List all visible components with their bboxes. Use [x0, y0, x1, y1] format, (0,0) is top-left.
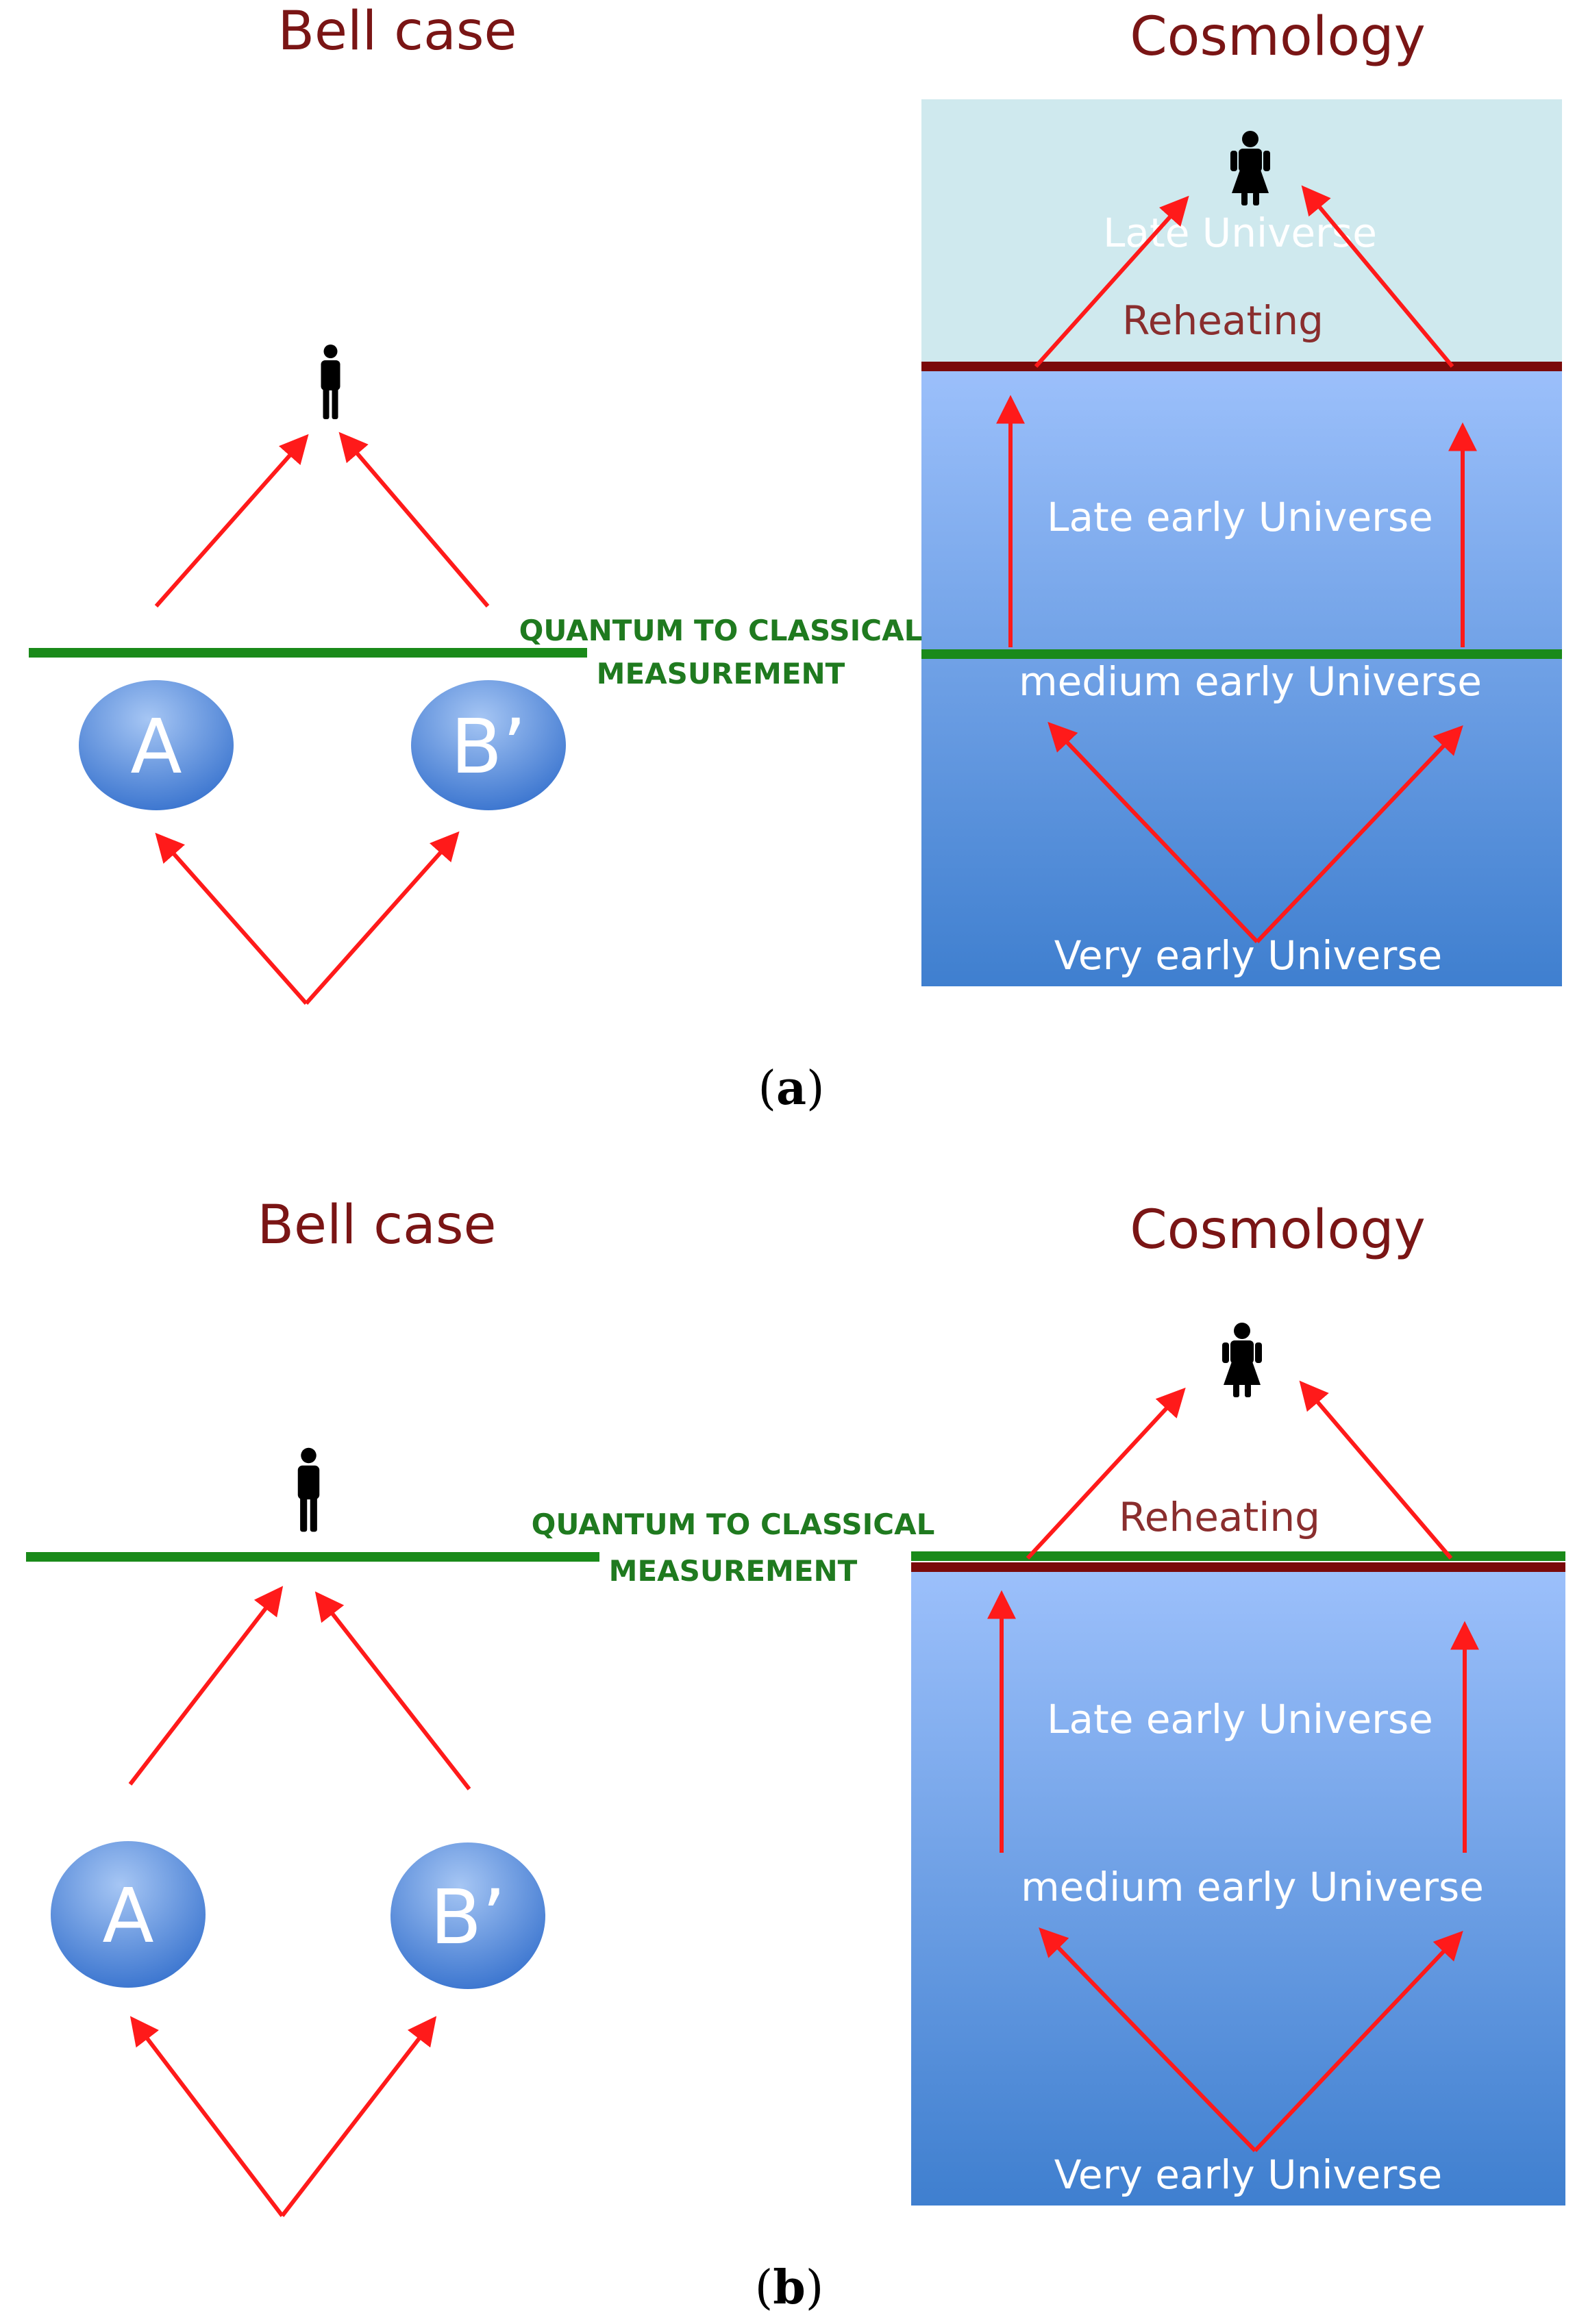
measurement-label: MEASUREMENT: [609, 1554, 858, 1588]
late-universe-region: [921, 99, 1562, 366]
bell-case-title: Bell case: [258, 1195, 497, 1256]
very-early-universe-label: Very early Universe: [1054, 932, 1443, 979]
observer-female-icon: [1222, 1323, 1262, 1397]
quantum-to-classical-label: QUANTUM TO CLASSICAL: [532, 1508, 935, 1541]
very-early-universe-label: Very early Universe: [1054, 2151, 1443, 2198]
medium-early-universe-label: medium early Universe: [1019, 658, 1482, 705]
arrow-cosmo-reheat-left: [1026, 1387, 1186, 1560]
arrow-bell-observer-right: [314, 1591, 471, 1790]
arrow-bell-observer-left: [128, 1586, 284, 1786]
arrow-cosmo-medium-right: [1253, 1930, 1463, 2153]
bell-case-title: Bell case: [278, 1, 517, 62]
arrow-bell-observer-right: [338, 432, 490, 608]
quantum-to-classical-label: QUANTUM TO CLASSICAL: [519, 614, 923, 647]
late-early-universe-label: Late early Universe: [1047, 494, 1433, 540]
cosmology-title: Cosmology: [1130, 1199, 1426, 1261]
node-b: [411, 680, 566, 810]
arrow-cosmo-medium-right: [1255, 725, 1463, 944]
reheating-label: Reheating: [1119, 1494, 1320, 1540]
arrow-bell-source-right: [280, 2016, 437, 2217]
cosmology-title: Cosmology: [1130, 6, 1426, 68]
late-early-universe-label: Late early Universe: [1047, 1696, 1433, 1742]
caption-b: (b): [755, 2260, 824, 2315]
arrow-cosmo-medium-left: [1039, 1927, 1257, 2153]
node-a: [79, 680, 234, 810]
caption-a: (a): [758, 1061, 824, 1116]
panel-a: Bell case Cosmology Late Universe Reheat…: [29, 1, 1562, 1116]
early-universe-region: [921, 366, 1562, 986]
arrow-cosmo-medium-left: [1047, 721, 1259, 944]
node-b: [390, 1842, 545, 1989]
arrow-bell-source-right: [304, 831, 460, 1005]
late-universe-label: Late Universe: [1103, 210, 1377, 256]
node-b-label: B’: [430, 1873, 506, 1961]
node-a: [51, 1841, 206, 1988]
arrow-cosmo-reheat-left: [1034, 195, 1189, 368]
node-a-label: A: [130, 703, 182, 790]
panel-b: Bell case Cosmology Reheating Late early…: [26, 1195, 1565, 2315]
measurement-label: MEASUREMENT: [597, 657, 845, 690]
node-b-label: B’: [451, 703, 526, 790]
node-a-label: A: [102, 1872, 153, 1960]
observer-male-icon: [297, 1447, 320, 1532]
early-universe-region: [911, 1569, 1565, 2206]
observer-male-icon: [321, 345, 340, 419]
arrow-cosmo-reheat-right: [1299, 1380, 1453, 1560]
arrow-bell-observer-left: [154, 434, 309, 608]
arrow-cosmo-reheat-right: [1301, 185, 1454, 368]
reheating-label: Reheating: [1122, 297, 1324, 344]
arrow-bell-source-left: [155, 832, 308, 1005]
arrow-bell-source-left: [129, 2016, 284, 2217]
medium-early-universe-label: medium early Universe: [1021, 1864, 1484, 1910]
